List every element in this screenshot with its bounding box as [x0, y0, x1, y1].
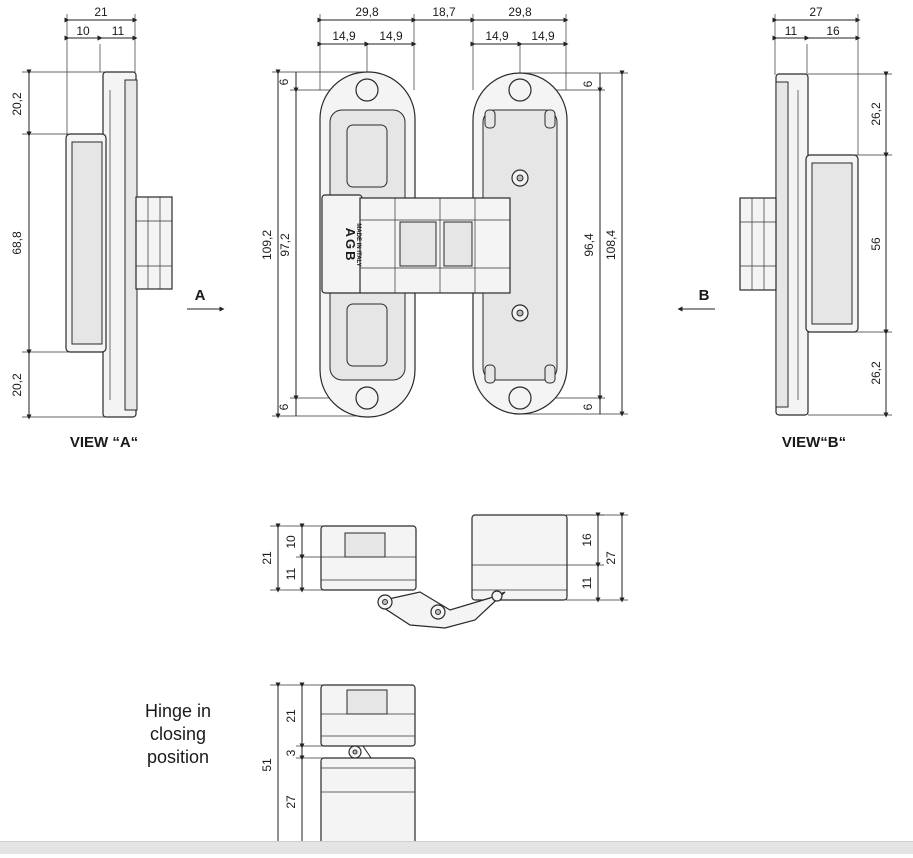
view-a-label: VIEW “A“: [70, 434, 138, 451]
dim-va-h1: 20,2: [10, 92, 24, 116]
dim-vb-h3: 26,2: [869, 361, 883, 385]
dim-front-s2: 14,9: [379, 29, 403, 43]
dim-va-right: 11: [112, 24, 125, 38]
dim-top-r1: 16: [580, 533, 594, 547]
dim-front-s3: 14,9: [485, 29, 509, 43]
arrow-b-label: B: [699, 287, 710, 304]
agb-logo: AGB: [343, 228, 358, 263]
closing-view-drawing: [270, 682, 416, 848]
dim-front-w2: 29,8: [508, 5, 532, 19]
dim-va-h2: 68,8: [10, 231, 24, 255]
arrow-a-label: A: [195, 287, 206, 304]
closing-note-line2: closing: [150, 724, 206, 744]
dim-va-top: 21: [94, 5, 108, 19]
dim-front-h1: 109,2: [260, 230, 274, 260]
view-b-drawing: [739, 14, 892, 418]
front-view-drawing: [272, 14, 628, 419]
dim-close-2: 3: [284, 749, 298, 756]
dim-front-s4: 14,9: [531, 29, 555, 43]
made-in-italy-stamp: MADE IN ITALY: [355, 223, 361, 266]
dim-va-left: 10: [76, 24, 90, 38]
dim-close-1: 21: [284, 709, 298, 723]
dim-front-w1: 29,8: [355, 5, 379, 19]
dim-top-r3: 27: [604, 551, 618, 565]
view-b-label: VIEW“B“: [782, 434, 846, 451]
dim-close-3: 27: [284, 795, 298, 809]
dim-top-r2: 11: [580, 576, 594, 589]
closing-note-line1: Hinge in: [145, 701, 211, 721]
dim-vb-h2: 56: [869, 237, 883, 251]
dim-top-l2: 10: [284, 535, 298, 549]
dim-front-gap: 18,7: [432, 5, 456, 19]
dim-vb-h1: 26,2: [869, 102, 883, 126]
dim-front-h3: 96,4: [582, 233, 596, 257]
dim-front-6a: 6: [277, 78, 291, 85]
view-a-drawing: [22, 14, 173, 420]
dim-front-s1: 14,9: [332, 29, 356, 43]
dim-front-h4: 108,4: [604, 230, 618, 260]
dim-front-6d: 6: [581, 403, 595, 410]
dim-top-l3: 11: [284, 567, 298, 580]
dim-front-h2: 97,2: [278, 233, 292, 257]
top-view-drawing: [270, 512, 628, 629]
dim-va-h3: 20,2: [10, 373, 24, 397]
dim-vb-right: 16: [826, 24, 840, 38]
closing-note-line3: position: [147, 747, 209, 767]
dim-front-6b: 6: [277, 403, 291, 410]
dim-top-l1: 21: [260, 551, 274, 565]
dim-front-6c: 6: [581, 80, 595, 87]
dim-vb-top: 27: [809, 5, 823, 19]
dim-vb-left: 11: [785, 24, 798, 38]
dim-close-4: 51: [260, 758, 274, 772]
window-bottom-bar: [0, 841, 913, 854]
